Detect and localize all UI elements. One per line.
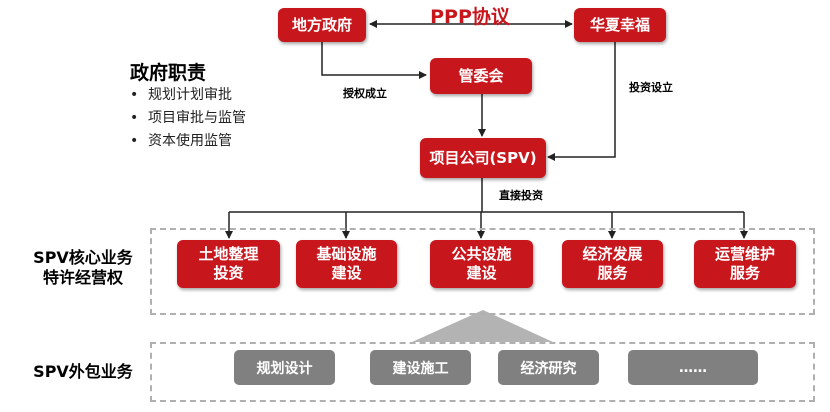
support-triangle (412, 310, 553, 342)
duties-list: •规划计划审批 •项目审批与监管 •资本使用监管 (130, 84, 246, 153)
core-business-frame (150, 228, 815, 315)
bullet-icon: • (130, 110, 139, 126)
core-section-label: SPV核心业务 特许经营权 (33, 248, 133, 287)
local-gov-node: 地方政府 (278, 8, 366, 42)
authorize-label: 授权成立 (343, 87, 387, 100)
core-box-public-facilities: 公共设施建设 (430, 240, 533, 288)
spv-node: 项目公司(SPV) (420, 138, 546, 178)
outsource-box-more: …… (628, 350, 758, 385)
local-gov-label: 地方政府 (291, 15, 352, 34)
committee-label: 管委会 (458, 66, 504, 85)
outsource-box-research: 经济研究 (498, 350, 599, 385)
core-box-economic-development: 经济发展服务 (562, 240, 663, 288)
outsource-business-frame (150, 342, 815, 402)
outsource-section-label: SPV外包业务 (33, 362, 133, 381)
huaxia-label: 华夏幸福 (589, 15, 650, 34)
duties-title: 政府职责 (130, 62, 207, 84)
committee-node: 管委会 (430, 58, 532, 94)
invest-label: 投资设立 (629, 81, 673, 94)
duty-item: •资本使用监管 (130, 130, 246, 153)
authorize-arrow (321, 42, 427, 79)
core-box-infrastructure: 基础设施建设 (296, 240, 397, 288)
direct-invest-label: 直接投资 (499, 189, 543, 202)
core-box-land: 土地整理投资 (177, 240, 280, 288)
spv-label: 项目公司(SPV) (429, 148, 537, 167)
duty-item: •项目审批与监管 (130, 107, 246, 130)
bullet-icon: • (130, 133, 139, 149)
ppp-label: PPP协议 (430, 6, 510, 28)
outsource-box-planning: 规划设计 (234, 350, 335, 385)
invest-arrow (547, 42, 616, 161)
bullet-icon: • (130, 87, 139, 103)
core-box-operations: 运营维护服务 (694, 240, 796, 288)
outsource-box-construction: 建设施工 (370, 350, 471, 385)
huaxia-node: 华夏幸福 (574, 8, 666, 42)
duty-item: •规划计划审批 (130, 84, 246, 107)
